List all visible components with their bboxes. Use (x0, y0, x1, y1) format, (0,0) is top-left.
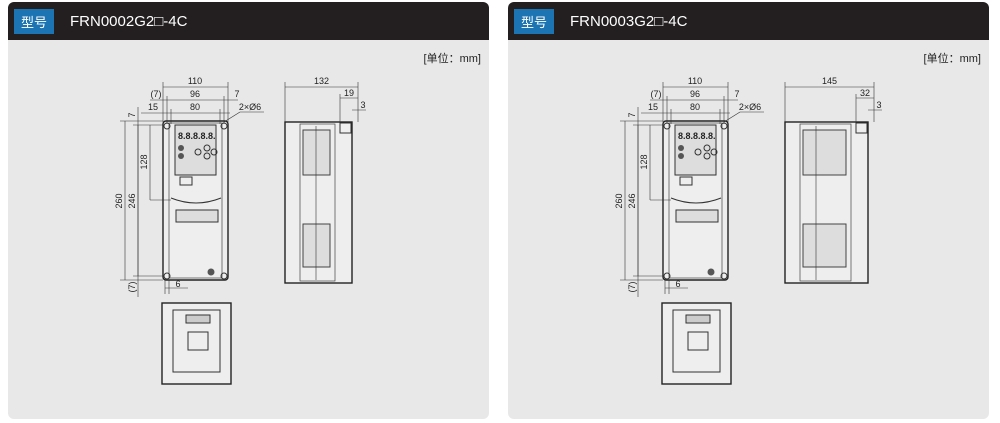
dim-left-7: (7) (651, 89, 662, 99)
dim-depth-3: 3 (360, 100, 365, 110)
dim-width-80: 80 (190, 102, 200, 112)
dim-depth-offset: 32 (860, 88, 870, 98)
dim-right-7: 7 (734, 89, 739, 99)
dim-top-7: 7 (127, 112, 137, 117)
dim-slot-6: 6 (675, 279, 680, 289)
dim-right-7: 7 (234, 89, 239, 99)
unit-label: [单位：mm] (423, 53, 481, 65)
front-view-drawing: 8.8.8.8.8. (662, 120, 729, 281)
dim-height-246: 246 (127, 193, 137, 208)
model-name: FRN0002G2□-4C (70, 12, 188, 30)
dimension-lines (120, 82, 366, 297)
dim-slot-6: 6 (175, 279, 180, 289)
svg-text:8.8.8.8.8.: 8.8.8.8.8. (678, 131, 716, 141)
panel-header: 型号 FRN0003G2□-4C (508, 2, 989, 40)
dimension-panel: 型号 FRN0003G2□-4C [单位：mm] 8.8.8.8.8. 11 (508, 2, 989, 419)
model-name: FRN0003G2□-4C (570, 12, 688, 30)
dimension-panel: 型号 FRN0002G2□-4C [单位：mm] 8.8.8.8.8. 11 (8, 2, 489, 419)
svg-text:8.8.8.8.8.: 8.8.8.8.8. (178, 131, 216, 141)
panel-header: 型号 FRN0002G2□-4C (8, 2, 489, 40)
dimension-lines (620, 82, 882, 297)
dim-width-80: 80 (690, 102, 700, 112)
dim-left-15: 15 (148, 102, 158, 112)
dim-height-260: 260 (614, 193, 624, 208)
dim-bottom-7: (7) (627, 281, 637, 292)
dim-depth-offset: 19 (344, 88, 354, 98)
dim-width-total: 110 (188, 76, 202, 86)
dim-left-15: 15 (648, 102, 658, 112)
bottom-view-drawing (661, 302, 732, 385)
dim-height-246: 246 (627, 193, 637, 208)
dim-height-128: 128 (639, 154, 649, 169)
dim-bottom-7: (7) (127, 281, 137, 292)
dim-depth-3: 3 (876, 100, 881, 110)
dim-depth: 132 (314, 76, 329, 86)
dim-left-7: (7) (151, 89, 162, 99)
bottom-view-drawing (161, 302, 232, 385)
dim-height-128: 128 (139, 154, 149, 169)
dim-width-total: 110 (688, 76, 702, 86)
dim-mounting-holes: 2×Ø6 (239, 102, 261, 112)
dim-depth: 145 (822, 76, 837, 86)
dim-top-7: 7 (627, 112, 637, 117)
model-badge: 型号 (14, 8, 55, 34)
model-badge: 型号 (514, 8, 555, 34)
side-view-drawing (784, 121, 869, 284)
side-view-drawing (284, 121, 353, 284)
dim-width-96: 96 (190, 89, 200, 99)
dim-mounting-holes: 2×Ø6 (739, 102, 761, 112)
dim-height-260: 260 (114, 193, 124, 208)
front-view-drawing: 8.8.8.8.8. (162, 120, 229, 281)
unit-label: [单位：mm] (923, 53, 981, 65)
dim-width-96: 96 (690, 89, 700, 99)
